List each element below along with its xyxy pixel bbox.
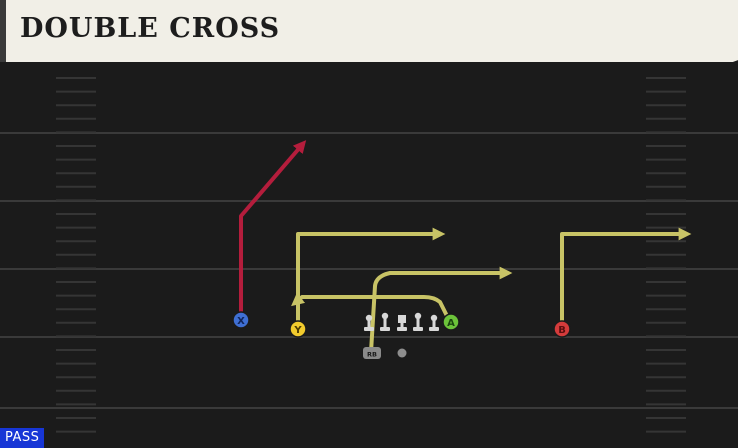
lineman-icon: [364, 314, 374, 331]
x-button-label: X: [237, 316, 245, 327]
route-x-post: [239, 140, 307, 320]
field-surface: [0, 62, 738, 448]
lineman-icon: [413, 312, 423, 331]
a-button-icon: A: [442, 313, 460, 331]
hash-marks-left: [56, 77, 96, 433]
x-button-icon: X: [232, 311, 250, 329]
lineman-icon: [429, 314, 439, 331]
play-title: DOUBLE CROSS: [20, 13, 281, 44]
play-field: RB X Y A B: [0, 62, 738, 448]
route-rb: [369, 266, 513, 354]
y-button-icon: Y: [289, 320, 307, 338]
b-button-label: B: [558, 325, 566, 336]
quarterback-icon: [397, 348, 407, 358]
rb-label: RB: [367, 351, 377, 359]
title-accent: [0, 0, 6, 62]
running-back: RB: [363, 347, 381, 359]
route-a-drag: [291, 292, 451, 322]
offensive-line: [364, 312, 439, 331]
center-icon: [397, 315, 407, 331]
b-button-icon: B: [553, 320, 571, 338]
hash-marks-right: [646, 77, 686, 433]
routes: [239, 140, 692, 354]
yard-lines: [0, 132, 738, 409]
play-type-badge: PASS: [0, 428, 45, 448]
a-button-label: A: [447, 318, 455, 329]
lineman-icon: [380, 312, 390, 331]
route-b-dig: [560, 227, 692, 328]
play-title-bar: DOUBLE CROSS: [0, 0, 738, 62]
y-button-label: Y: [293, 325, 302, 336]
